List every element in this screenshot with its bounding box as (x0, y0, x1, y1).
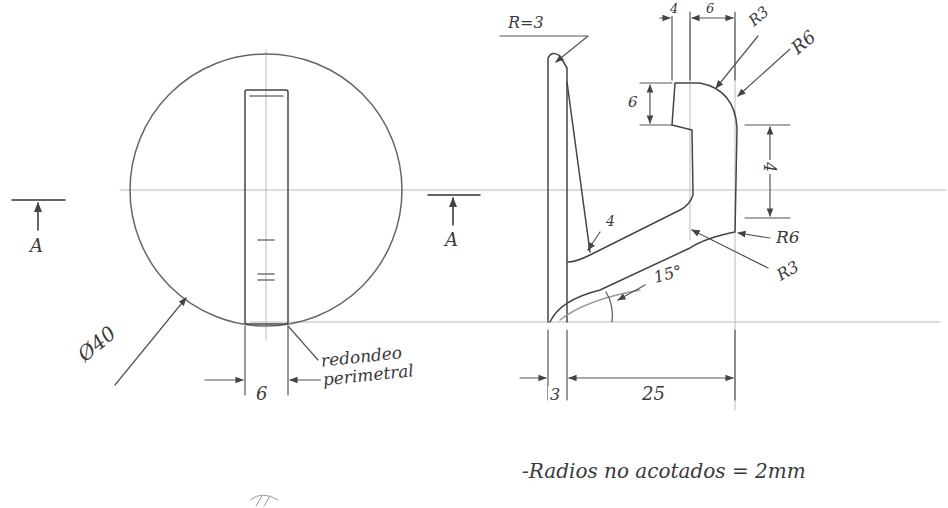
dimension-value: 4 (760, 160, 778, 174)
section-letter: A (28, 236, 45, 256)
section-marker (12, 195, 480, 230)
dimension-value: 6 (704, 2, 716, 16)
hook-profile (548, 53, 737, 322)
dimension-value: 6 (626, 94, 640, 111)
general-note: -Radios no acotados = 2mm (520, 460, 808, 482)
dimension-value: 3 (548, 386, 562, 404)
section-letter: A (443, 230, 460, 250)
radius-label: R3 (772, 257, 804, 285)
note-text: redondeo perimetral (318, 340, 433, 389)
dimension-value: 4 (604, 214, 617, 229)
front-view (130, 54, 402, 326)
radius-label: R6 (774, 228, 802, 247)
construction-lines (120, 20, 946, 410)
dimension-value: 25 (640, 384, 667, 404)
radius-label: R3 (744, 2, 774, 31)
radius-label: R=3 (506, 14, 546, 32)
angle-dimension: 15° (650, 262, 686, 287)
dimension-value: 6 (254, 384, 269, 404)
dimension-lines (500, 12, 800, 400)
dimension-value: 4 (668, 2, 680, 16)
diameter-dimension: Ø40 (72, 321, 121, 367)
hatch-fragment (250, 495, 278, 506)
radius-label: R6 (786, 25, 821, 59)
dimension-lines (115, 298, 330, 395)
